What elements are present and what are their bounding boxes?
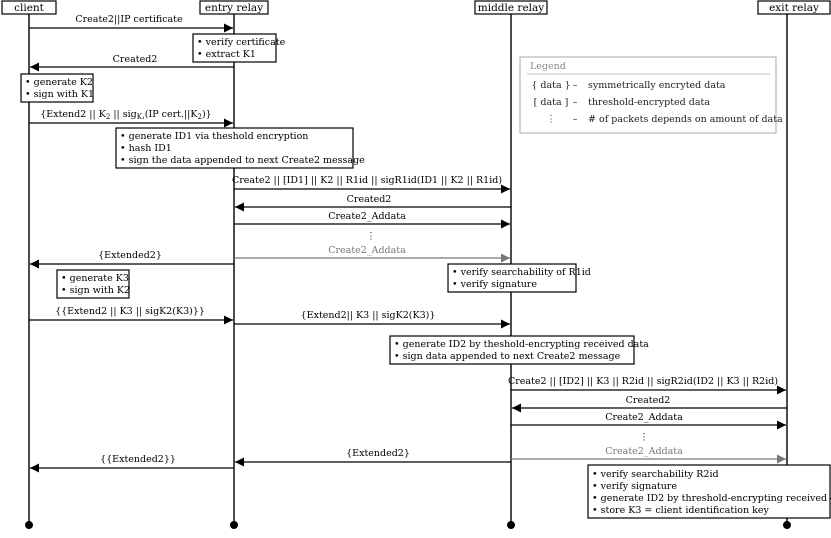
lifeline-end-exit	[783, 521, 791, 529]
label-create2-ip-cert: Create2||IP certificate	[75, 14, 183, 25]
note-entry-verify: • verify certificate • extract K1	[192, 33, 286, 63]
lifeline-end-client	[25, 521, 33, 529]
note-middle-verify-line-1: • verify searchability of R1id	[452, 267, 591, 278]
label-addata-1: Create2_Addata	[328, 211, 406, 222]
note-middle-verify: • verify searchability of R1id • verify …	[447, 263, 591, 293]
legend-symbol-1: { data }	[531, 80, 570, 91]
participant-client-label: client	[14, 2, 45, 14]
note-middle-verify-line-2: • verify signature	[452, 279, 537, 290]
label-addata-2: Create2_Addata	[328, 245, 406, 256]
note-entry-id1-line-3: • sign the data appended to next Create2…	[120, 155, 365, 166]
legend-desc-3: # of packets depends on amount of data	[588, 114, 783, 125]
lifeline-end-entry	[230, 521, 238, 529]
label-create2-id2: Create2 || [ID2] || K3 || R2id || sigR2i…	[508, 376, 778, 387]
label-extend2-k2: {Extend2 || K2 || sigK₁(IP cert.||K2)}	[40, 109, 211, 121]
note-entry-id1-line-1: • generate ID1 via theshold encryption	[120, 131, 308, 142]
note-middle-generate-id2: • generate ID2 by theshold-encrypting re…	[389, 335, 649, 365]
legend: Legend { data } – symmetrically encryted…	[519, 56, 783, 134]
note-client-generate-k3: • generate K3 • sign with K2	[56, 269, 130, 299]
note-client-k2-line-2: • sign with K1	[25, 89, 94, 100]
participant-exit-label: exit relay	[769, 2, 819, 14]
label-extended2-entry: {Extended2}	[346, 448, 410, 459]
note-exit-line-2: • verify signature	[592, 481, 677, 492]
label-addata-3: Create2_Addata	[605, 412, 683, 423]
participant-middle-relay: middle relay	[474, 0, 548, 15]
note-entry-verify-line-1: • verify certificate	[197, 37, 286, 48]
note-client-k3-line-1: • generate K3	[61, 273, 129, 284]
messages: Create2||IP certificate Created2 {Extend…	[29, 14, 787, 473]
participant-exit-relay: exit relay	[757, 0, 831, 15]
participant-client: client	[1, 0, 57, 15]
note-entry-id1-line-2: • hash ID1	[120, 143, 172, 154]
vdots-middle-exit: ⋮	[639, 432, 649, 443]
vdots-entry-middle: ⋮	[366, 231, 376, 242]
note-exit-line-1: • verify searchability R2id	[592, 469, 719, 480]
note-client-k2-line-1: • generate K2	[25, 77, 93, 88]
note-entry-verify-line-2: • extract K1	[197, 49, 256, 60]
participant-entry-label: entry relay	[205, 2, 263, 14]
label-addata-4: Create2_Addata	[605, 446, 683, 457]
note-exit-line-4: • store K3 = client identification key	[592, 505, 769, 516]
legend-symbol-3: ⋮	[546, 114, 556, 125]
label-extended2-client: {Extended2}	[98, 250, 162, 261]
participant-middle-label: middle relay	[478, 2, 545, 14]
note-entry-generate-id1: • generate ID1 via theshold encryption •…	[115, 127, 365, 169]
label-extend2-k3-entry: {Extend2|| K3 || sigK2(K3)}	[301, 310, 436, 321]
legend-dash-3: –	[573, 114, 578, 125]
label-extend2-k3-client: {{Extend2 || K3 || sigK2(K3)}}	[55, 306, 205, 317]
label-created2-middle: Created2	[626, 395, 671, 406]
participant-entry-relay: entry relay	[199, 0, 269, 15]
legend-title: Legend	[530, 61, 566, 72]
note-client-generate-k2: • generate K2 • sign with K1	[20, 73, 94, 103]
note-middle-id2-line-1: • generate ID2 by theshold-encrypting re…	[394, 339, 649, 350]
legend-desc-2: threshold-encrypted data	[588, 97, 710, 108]
legend-symbol-2: [ data ]	[534, 97, 569, 108]
legend-dash-1: –	[573, 80, 578, 91]
label-created2-entry: Created2	[347, 194, 392, 205]
label-created2-client: Created2	[113, 54, 158, 65]
legend-desc-1: symmetrically encryted data	[588, 80, 726, 91]
note-exit-line-3: • generate ID2 by threshold-encrypting r…	[592, 493, 831, 504]
label-extended2-final: {{Extended2}}	[100, 454, 176, 465]
legend-dash-2: –	[573, 97, 578, 108]
note-middle-id2-line-2: • sign data appended to next Create2 mes…	[394, 351, 621, 362]
label-create2-id1: Create2 || [ID1] || K2 || R1id || sigR1i…	[232, 175, 502, 186]
note-exit-verify: • verify searchability R2id • verify sig…	[587, 464, 831, 519]
lifeline-end-middle	[507, 521, 515, 529]
note-client-k3-line-2: • sign with K2	[61, 285, 130, 296]
